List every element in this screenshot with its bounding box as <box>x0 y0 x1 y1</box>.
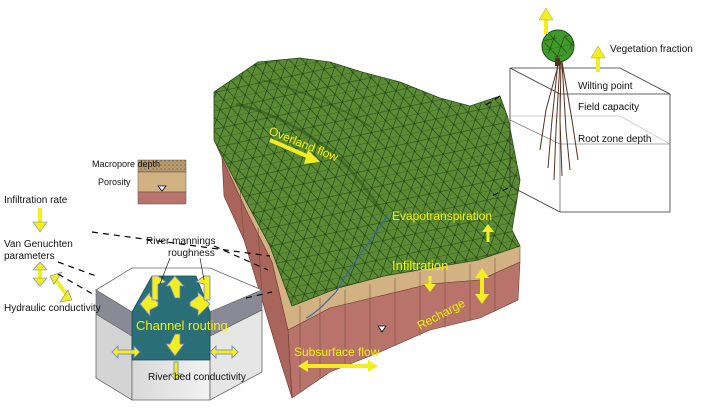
porosity-label: Porosity <box>98 177 131 187</box>
infiltration-rate-label: Infiltration rate <box>4 195 68 206</box>
infiltration-rate-arrow <box>33 208 47 232</box>
hydraulic-conductivity-arrow <box>50 272 72 302</box>
transpiration-arrow <box>539 8 553 34</box>
macropore-legend: Macropore depth Porosity <box>92 159 186 204</box>
infiltration-parameters: Infiltration rate Van Genuchten paramete… <box>4 195 101 314</box>
evapotranspiration-label: Evapotranspiration <box>392 209 492 223</box>
channel-routing-label: Channel routing <box>136 318 228 333</box>
van-genuchten-label-line1: Van Genuchten <box>4 239 73 250</box>
subsurface-flow-label: Subsurface flow <box>294 345 380 359</box>
root-zone-depth-label: Root zone depth <box>578 134 651 145</box>
river-mannings-label-line1: River mannings <box>146 236 215 247</box>
channel-block: Channel routing River mannings roughness… <box>92 232 272 400</box>
macropore-depth-label: Macropore depth <box>92 159 160 169</box>
van-genuchten-label-line2: parameters <box>4 251 55 262</box>
field-capacity-label: Field capacity <box>578 102 639 113</box>
river-mannings-label-line2: roughness <box>168 248 215 259</box>
tree-crown <box>542 30 574 66</box>
van-genuchten-arrow <box>33 262 47 286</box>
river-bed-conductivity-label: River bed conductivity <box>148 372 246 383</box>
wilting-point-label: Wilting point <box>578 81 633 92</box>
vegetation-fraction-label: Vegetation fraction <box>610 44 693 55</box>
infiltration-label: Infiltration <box>392 258 448 273</box>
hydraulic-conductivity-label: Hydraulic conductivity <box>4 303 101 314</box>
roots <box>540 62 578 180</box>
